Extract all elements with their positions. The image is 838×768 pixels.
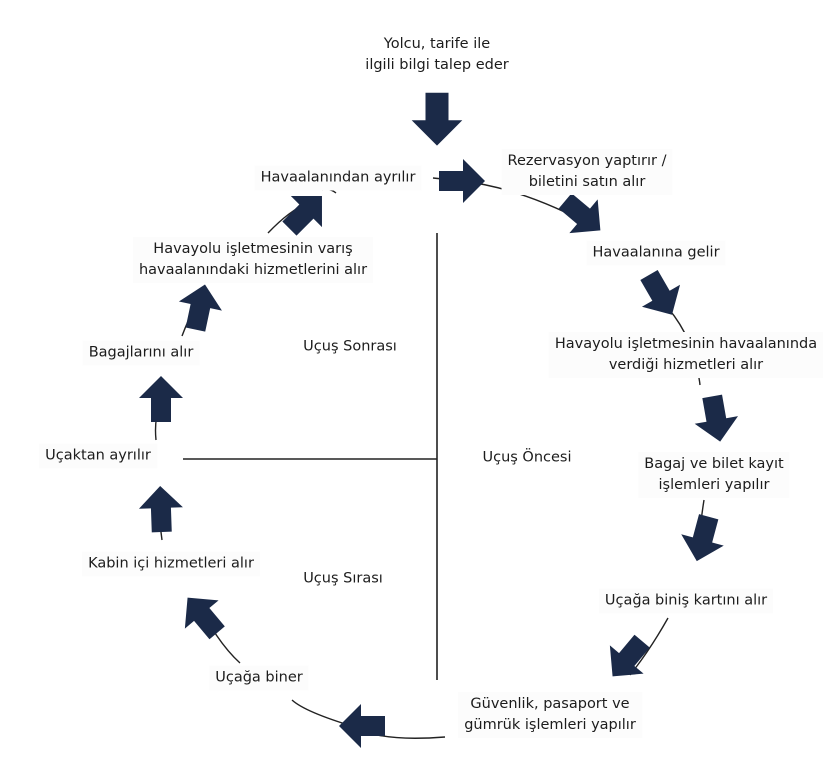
flow-arrow-icon — [681, 514, 724, 562]
section-label: Uçuş Sonrası — [303, 338, 397, 355]
step-label-line1: Uçağa biner — [215, 669, 303, 686]
section-label: Uçuş Öncesi — [482, 449, 572, 466]
step-boarding-pass: Uçağa biniş kartını alır — [598, 588, 774, 614]
step-checkin: Bagaj ve bilet kayıt işlemleri yapılır — [638, 452, 790, 498]
step-reservation: Rezervasyon yaptırır / biletini satın al… — [501, 149, 673, 195]
flow-arrow-icon — [558, 193, 601, 234]
step-label-line1: Havaalanından ayrılır — [260, 169, 416, 186]
step-cabin-services: Kabin içi hizmetleri alır — [82, 551, 260, 577]
step-label-line1: Güvenlik, pasaport ve — [470, 696, 630, 712]
step-label-line2: verdiği hizmetleri alır — [608, 357, 764, 373]
step-label-line1: Havaalanına gelir — [592, 244, 720, 261]
step-board-plane: Uçağa biner — [209, 665, 309, 691]
flow-arrow-icon — [411, 92, 463, 146]
section-label: Uçuş Sırası — [303, 570, 383, 587]
flow-arrow-icon — [178, 284, 222, 332]
step-label-line2: işlemleri yapılır — [658, 477, 770, 493]
start-label-line1: Yolcu, tarife ile — [383, 36, 491, 52]
section-during-flight: Uçuş Sırası — [297, 567, 389, 592]
step-label-line1: Uçaktan ayrılır — [45, 447, 151, 464]
step-arrival-services: Havayolu işletmesinin varış havaalanında… — [132, 237, 374, 283]
step-leave-airport: Havaalanından ayrılır — [254, 165, 422, 191]
step-label-line2: gümrük işlemleri yapılır — [464, 717, 636, 733]
step-baggage: Bagajlarını alır — [82, 340, 200, 366]
step-label-line2: havaalanındaki hizmetlerini alır — [138, 262, 368, 278]
flow-arrow-icon — [139, 376, 183, 422]
flow-arrow-icon — [609, 634, 650, 677]
flow-arrow-icon — [339, 704, 385, 748]
start-label-line2: ilgili bilgi talep eder — [365, 57, 509, 73]
step-leave-plane: Uçaktan ayrılır — [39, 443, 157, 469]
step-label-line1: Bagaj ve bilet kayıt — [644, 456, 784, 472]
start-label: Yolcu, tarife ile ilgili bilgi talep ede… — [359, 32, 514, 78]
step-label-line2: biletini satın alır — [528, 174, 646, 190]
step-label-line1: Bagajlarını alır — [88, 344, 194, 361]
flow-arrow-icon — [138, 486, 183, 533]
flow-arrow-icon — [640, 269, 681, 315]
flow-arrow-icon — [184, 597, 225, 640]
flow-arrow-icon — [439, 159, 485, 203]
step-label-line1: Rezervasyon yaptırır / — [507, 153, 667, 169]
step-arrive-airport: Havaalanına gelir — [586, 240, 726, 266]
flow-arrow-icon — [694, 394, 739, 442]
section-before-flight: Uçuş Öncesi — [476, 446, 577, 471]
step-airport-services: Havayolu işletmesinin havaalanında verdi… — [548, 332, 824, 378]
flow-arrow-icon — [282, 196, 322, 236]
step-label-line1: Havayolu işletmesinin varış — [153, 241, 353, 257]
step-label-line1: Uçağa biniş kartını alır — [604, 592, 768, 609]
step-label-line1: Kabin içi hizmetleri alır — [88, 555, 254, 572]
step-label-line1: Havayolu işletmesinin havaalanında — [554, 336, 818, 352]
section-after-flight: Uçuş Sonrası — [297, 335, 403, 360]
step-security: Güvenlik, pasaport ve gümrük işlemleri y… — [458, 692, 642, 738]
